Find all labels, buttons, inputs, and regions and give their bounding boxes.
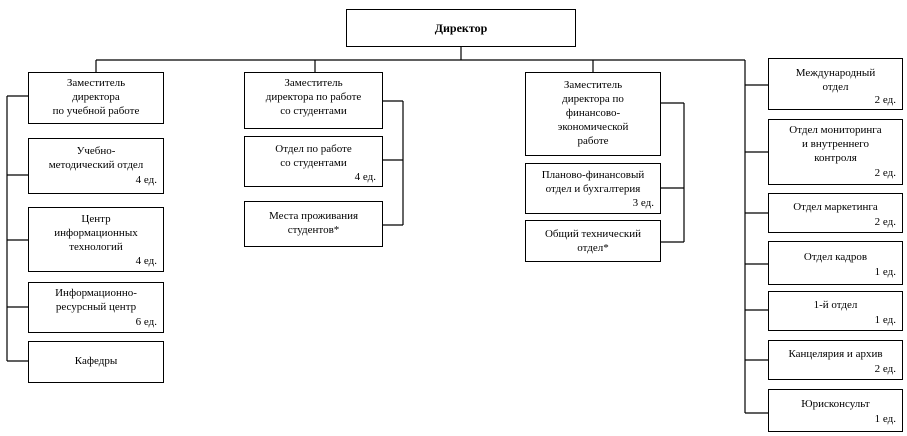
unit-staff-count: 3 ед. [632,197,654,209]
unit-name-line: Учебно- [76,145,116,157]
deputy-academic-box: Заместитель директора по учебной работе [28,72,164,124]
unit-box-student-affairs: Отдел по работе со студентами 4 ед. [244,136,383,187]
unit-name-line: Международный [795,67,876,79]
unit-staff-count: 4 ед. [135,174,157,186]
unit-name-line: Кафедры [74,355,118,367]
unit-staff-count: 2 ед. [874,216,896,228]
deputy-finance-line: работе [577,135,609,147]
unit-staff-count: 6 ед. [135,316,157,328]
unit-box-first-department: 1-й отдел 1 ед. [768,291,903,331]
unit-name-line: контроля [814,152,857,164]
deputy-finance-line: финансово- [565,107,621,119]
unit-name-line: Канцелярия и архив [788,348,883,360]
unit-staff-count: 4 ед. [135,255,157,267]
unit-name-line: Центр [81,213,111,225]
unit-name-line: отдел и бухгалтерия [545,183,641,195]
unit-name-line: отдел [822,81,849,93]
unit-box-planning-finance: Планово-финансовый отдел и бухгалтерия 3… [525,163,661,214]
unit-name-line: ресурсный центр [55,301,137,313]
unit-staff-count: 4 ед. [354,171,376,183]
deputy-students-line: директора по работе [265,91,362,103]
unit-staff-count: 2 ед. [874,363,896,375]
unit-box-departments: Кафедры [28,341,164,383]
unit-box-methodology: Учебно- методический отдел 4 ед. [28,138,164,194]
director-box: Директор [346,9,576,47]
unit-name-line: Отдел мониторинга [789,124,882,136]
unit-box-it-center: Центр информационных технологий 4 ед. [28,207,164,272]
unit-name-line: методический отдел [48,159,144,171]
unit-name-line: информационных [54,227,138,239]
unit-name-line: Юрисконсульт [801,398,870,410]
unit-box-international: Международный отдел 2 ед. [768,58,903,110]
unit-box-legal-counsel: Юрисконсульт 1 ед. [768,389,903,432]
deputy-students-box: Заместитель директора по работе со студе… [244,72,383,129]
unit-box-resource-center: Информационно- ресурсный центр 6 ед. [28,282,164,333]
unit-box-technical: Общий технический отдел* [525,220,661,262]
unit-staff-count: 1 ед. [874,266,896,278]
unit-name-line: студентов* [287,224,340,236]
deputy-finance-line: Заместитель [563,79,623,91]
unit-box-student-housing: Места проживания студентов* [244,201,383,247]
unit-staff-count: 2 ед. [874,94,896,106]
unit-name-line: Места проживания [268,210,359,222]
deputy-finance-line: экономической [557,121,629,133]
deputy-students-line: Заместитель [284,77,343,89]
unit-name-line: Отдел маркетинга [793,201,878,213]
unit-name-line: 1-й отдел [813,299,858,311]
unit-box-monitoring: Отдел мониторинга и внутреннего контроля… [768,119,903,185]
unit-name-line: отдел* [577,242,609,254]
unit-box-chancellery: Канцелярия и архив 2 ед. [768,340,903,380]
deputy-academic-line: Заместитель [66,77,126,89]
deputy-academic-line: директора [72,91,120,103]
unit-name-line: технологий [69,241,123,253]
unit-box-marketing: Отдел маркетинга 2 ед. [768,193,903,233]
director-label: Директор [434,21,488,35]
unit-staff-count: 2 ед. [874,167,896,179]
deputy-academic-line: по учебной работе [52,105,140,117]
unit-name-line: Планово-финансовый [541,169,645,181]
unit-name-line: Отдел по работе [275,143,352,155]
deputy-finance-box: Заместитель директора по финансово- экон… [525,72,661,156]
unit-name-line: Общий технический [544,228,642,240]
unit-name-line: и внутреннего [802,138,869,150]
unit-name-line: со студентами [280,157,347,169]
unit-staff-count: 1 ед. [874,413,896,425]
deputy-students-line: со студентами [280,105,347,117]
unit-name-line: Информационно- [55,287,137,299]
deputy-finance-line: директора по [562,93,624,105]
unit-staff-count: 1 ед. [874,314,896,326]
unit-box-hr: Отдел кадров 1 ед. [768,241,903,285]
unit-name-line: Отдел кадров [803,251,868,263]
